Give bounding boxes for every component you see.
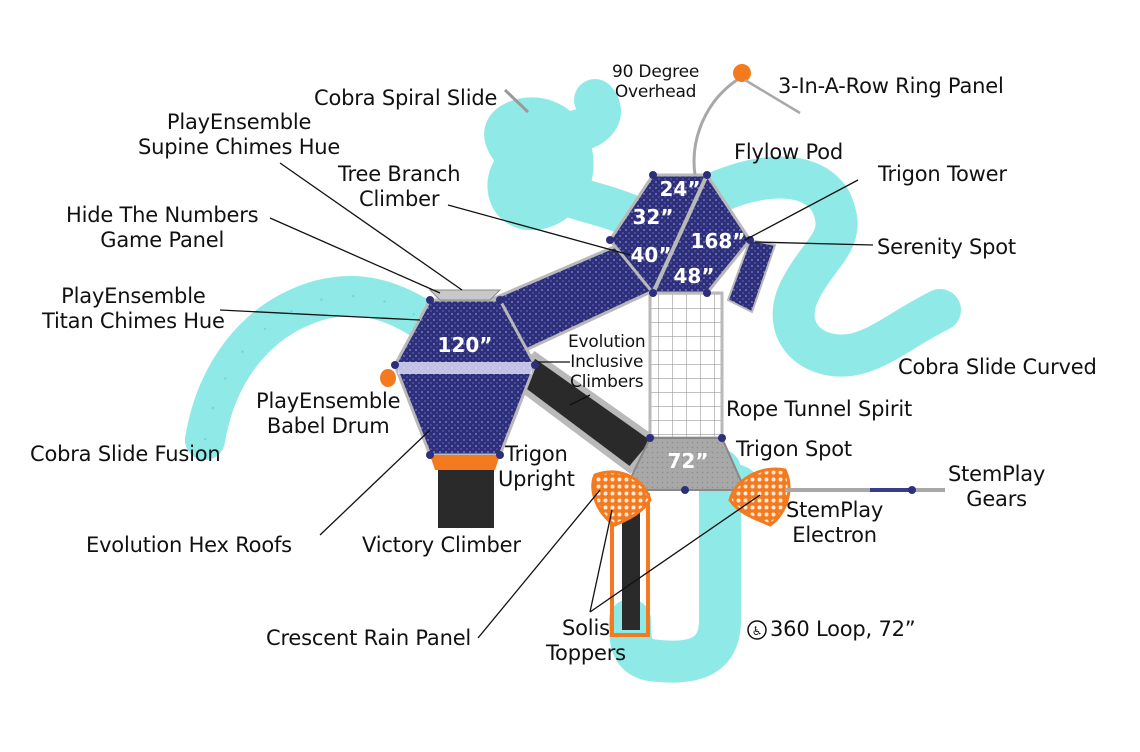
label-tree-branch-climber: Tree Branch Climber xyxy=(338,162,461,212)
deck-height-32: 32” xyxy=(633,205,674,229)
label-trigon-tower: Trigon Tower xyxy=(878,162,1007,186)
label-serenity-spot: Serenity Spot xyxy=(877,235,1016,259)
solis-topper-right xyxy=(728,467,791,527)
babel-drum xyxy=(380,369,396,387)
deck-height-72: 72” xyxy=(668,449,709,473)
label-titan-chimes-hue: PlayEnsemble Titan Chimes Hue xyxy=(42,284,225,334)
victory-climber xyxy=(438,470,494,528)
label-flylow-pod: Flylow Pod xyxy=(734,140,843,164)
label-line: PlayEnsemble xyxy=(256,389,401,413)
label-cobra-slide-curved: Cobra Slide Curved xyxy=(898,355,1097,379)
label-cobra-slide-fusion: Cobra Slide Fusion xyxy=(30,442,221,466)
label-360-loop: 360 Loop, 72” xyxy=(770,617,916,641)
solis-topper-left xyxy=(591,470,652,527)
deck-height-168: 168” xyxy=(691,229,746,253)
deck-height-40: 40” xyxy=(631,243,672,267)
label-line: Trigon xyxy=(505,442,568,466)
ninety-degree-overhead xyxy=(692,76,741,176)
deck-height-48: 48” xyxy=(674,264,715,288)
label-90-degree-overhead: 90 Degree Overhead xyxy=(612,62,699,102)
label-babel-drum: PlayEnsemble Babel Drum xyxy=(256,389,401,439)
label-line: Tree Branch xyxy=(338,162,461,186)
label-line: 90 Degree xyxy=(612,62,700,82)
label-stemplay-gears: StemPlay Gears xyxy=(948,462,1045,512)
label-supine-chimes-hue: PlayEnsemble Supine Chimes Hue xyxy=(138,110,340,160)
cobra-slide-curved xyxy=(679,156,961,377)
label-line: PlayEnsemble xyxy=(61,284,206,308)
label-line: Hide The Numbers xyxy=(66,203,259,227)
label-line: Electron xyxy=(792,523,877,547)
ring-panel-ring xyxy=(733,64,751,82)
label-victory-climber: Victory Climber xyxy=(362,533,521,557)
label-line: PlayEnsemble xyxy=(166,110,312,134)
label-line: Toppers xyxy=(546,641,626,665)
label-line: Inclusive xyxy=(570,352,644,372)
label-solis-toppers: Solis Toppers xyxy=(546,616,626,666)
loop-360-slide xyxy=(609,449,741,683)
label-line: Climber xyxy=(359,187,440,211)
label-evolution-inclusive-climbers: Evolution Inclusive Climbers xyxy=(568,332,646,392)
label-line: Supine Chimes Hue xyxy=(138,135,341,159)
label-crescent-rain-panel: Crescent Rain Panel xyxy=(266,626,472,650)
label-stemplay-electron: StemPlay Electron xyxy=(786,498,883,548)
label-line: Evolution xyxy=(568,332,646,352)
label-line: Babel Drum xyxy=(266,414,390,438)
label-cobra-spiral-slide: Cobra Spiral Slide xyxy=(314,86,498,110)
frame-joints xyxy=(391,171,916,494)
label-hide-the-numbers: Hide The Numbers Game Panel xyxy=(66,203,259,253)
rope-tunnel-spirit xyxy=(648,291,724,440)
serenity-spot xyxy=(726,238,777,314)
left-hex-deck xyxy=(393,298,537,457)
label-line: Titan Chimes Hue xyxy=(42,309,225,333)
label-line: Overhead xyxy=(614,82,697,102)
label-trigon-spot: Trigon Spot xyxy=(736,437,852,461)
label-trigon-upright: Trigon Upright xyxy=(498,442,575,492)
label-line: StemPlay xyxy=(786,498,884,522)
label-line: Solis xyxy=(562,616,610,640)
label-line: Game Panel xyxy=(100,228,225,252)
label-line: Gears xyxy=(966,487,1027,511)
crescent-rain-panel xyxy=(622,500,640,630)
label-rope-tunnel-spirit: Rope Tunnel Spirit xyxy=(726,397,913,421)
wheelchair-accessible-icon: ♿ xyxy=(747,620,767,640)
label-line: Climbers xyxy=(570,372,644,392)
deck-height-24: 24” xyxy=(660,177,701,201)
cobra-slide-fusion xyxy=(185,276,440,460)
deck-height-120: 120” xyxy=(438,333,493,357)
leader-lines xyxy=(219,162,874,639)
label-3-in-a-row-ring-panel: 3-In-A-Row Ring Panel xyxy=(778,74,1004,98)
cobra-spiral-slide xyxy=(484,79,661,241)
label-line: StemPlay xyxy=(948,462,1046,486)
label-line: Upright xyxy=(498,467,575,491)
label-evolution-hex-roofs: Evolution Hex Roofs xyxy=(86,533,292,557)
svg-text:♿: ♿ xyxy=(752,624,763,638)
